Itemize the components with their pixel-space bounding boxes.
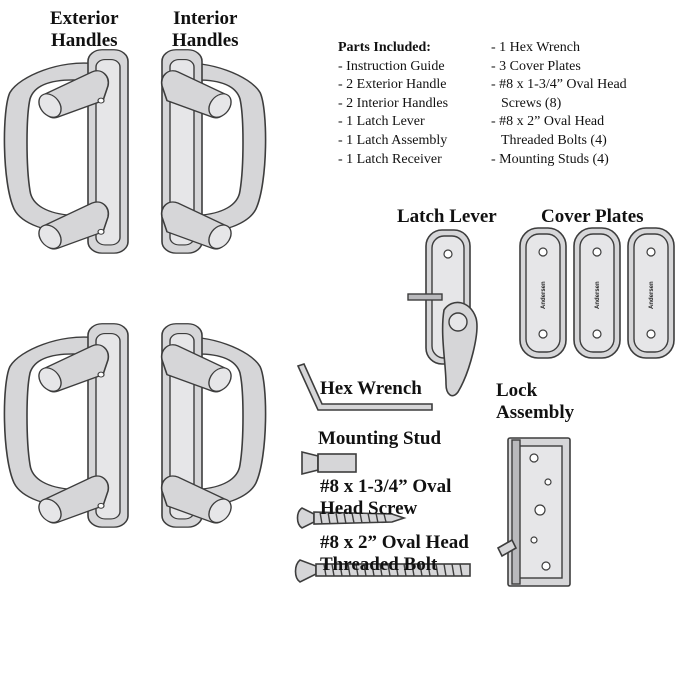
list-item: - #8 x 1-3/4” Oval Head [491, 77, 627, 93]
latch-lever-icon [407, 229, 478, 397]
list-item: - 1 Hex Wrench [491, 40, 580, 55]
cover-plates-label: Cover Plates [541, 206, 644, 227]
mounting-stud-icon [301, 450, 357, 476]
exterior-handle-top-icon [3, 48, 129, 254]
parts-list-left: Parts Included: - Instruction Guide - 2 … [338, 39, 448, 169]
svg-text:Andersen: Andersen [649, 281, 655, 309]
list-item: - Mounting Studs (4) [491, 151, 609, 167]
list-item: - 2 Interior Handles [338, 95, 449, 111]
cover-plate-2-icon: Andersen [573, 227, 621, 359]
interior-handle-top-icon [160, 48, 267, 254]
cover-plate-1-icon: Andersen [519, 227, 567, 359]
interior-handles-label: Interior Handles [172, 8, 239, 51]
list-item: Screws (8) [501, 95, 562, 111]
lock-assembly-label: Lock Assembly [496, 380, 575, 423]
cover-plate-3-icon: Andersen [627, 227, 675, 359]
exterior-handles-label: Exterior Handles [50, 8, 119, 51]
bolt-label: #8 x 2” Oval Head Threaded Bolt [320, 532, 469, 575]
list-item: - Instruction Guide [338, 58, 445, 74]
hex-wrench-icon [296, 363, 433, 411]
interior-handle-bottom-icon [160, 322, 267, 528]
list-item: - 1 Latch Assembly [338, 132, 448, 148]
svg-text:Andersen: Andersen [541, 281, 547, 309]
list-item: - 1 Latch Receiver [338, 151, 442, 167]
svg-text:Andersen: Andersen [595, 281, 601, 309]
oval-head-screw-icon [296, 507, 407, 529]
lock-assembly-icon [496, 437, 571, 587]
list-item: Threaded Bolts (4) [501, 132, 607, 148]
hex-wrench-label: Hex Wrench [320, 378, 422, 399]
list-item: - #8 x 2” Oval Head [491, 114, 605, 130]
parts-list-right: - 1 Hex Wrench - 3 Cover Plates - #8 x 1… [491, 39, 627, 169]
list-item: - 2 Exterior Handle [338, 77, 447, 93]
parts-heading: Parts Included: [338, 40, 431, 55]
list-item: - 3 Cover Plates [491, 58, 581, 74]
threaded-bolt-icon [294, 559, 471, 583]
latch-lever-label: Latch Lever [397, 206, 497, 227]
screw-label: #8 x 1-3/4” Oval Head Screw [320, 476, 452, 519]
mounting-stud-label: Mounting Stud [318, 428, 442, 449]
exterior-handle-bottom-icon [3, 322, 129, 528]
list-item: - 1 Latch Lever [338, 114, 425, 130]
